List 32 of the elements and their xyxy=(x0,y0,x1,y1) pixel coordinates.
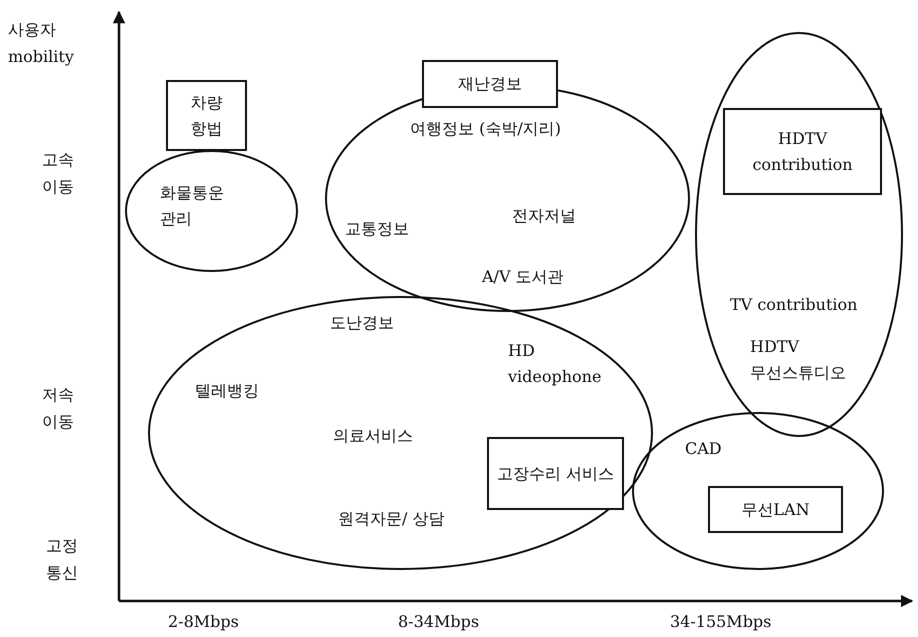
service-label: 화물통운 관리 xyxy=(160,182,225,230)
service-label: 무선LAN xyxy=(741,498,810,521)
axis-label: 저속 이동 xyxy=(42,384,75,434)
tick-label: 8-34Mbps xyxy=(398,611,480,633)
service-label: 원격자문/ 상담 xyxy=(338,508,446,530)
tick-label: 34-155Mbps xyxy=(670,611,772,633)
service-box xyxy=(166,80,247,151)
service-ellipse xyxy=(125,150,298,272)
service-label: A/V 도서관 xyxy=(482,266,565,288)
service-label: 재난경보 xyxy=(458,73,522,96)
axis-title: 사용자 mobility xyxy=(8,19,75,68)
service-label: HDTV 무선스튜디오 xyxy=(750,336,847,384)
service-label: HD videophone xyxy=(508,340,602,388)
service-label: HDTV contribution xyxy=(751,128,854,176)
axis-label: 고정 통신 xyxy=(46,535,79,584)
axis-label: 고속 이동 xyxy=(42,149,75,198)
service-label: TV contribution xyxy=(730,294,858,316)
service-label: 차량 항법 xyxy=(190,92,224,140)
service-label: CAD xyxy=(685,438,723,460)
service-ellipse xyxy=(148,296,653,570)
service-label: 고장수리 서비스 xyxy=(496,462,614,485)
service-ellipse xyxy=(695,32,903,437)
service-ellipse xyxy=(632,412,884,570)
service-label: 전자저널 xyxy=(512,205,577,227)
service-label: 여행정보 (숙박/지리) xyxy=(410,118,562,140)
service-box xyxy=(422,60,558,108)
service-box xyxy=(708,486,843,533)
tick-label: 2-8Mbps xyxy=(168,611,240,633)
service-label: 텔레뱅킹 xyxy=(195,380,260,402)
service-label: 도난경보 xyxy=(330,312,395,334)
service-label: 교통정보 xyxy=(345,218,410,240)
service-label: 의료서비스 xyxy=(333,425,414,447)
